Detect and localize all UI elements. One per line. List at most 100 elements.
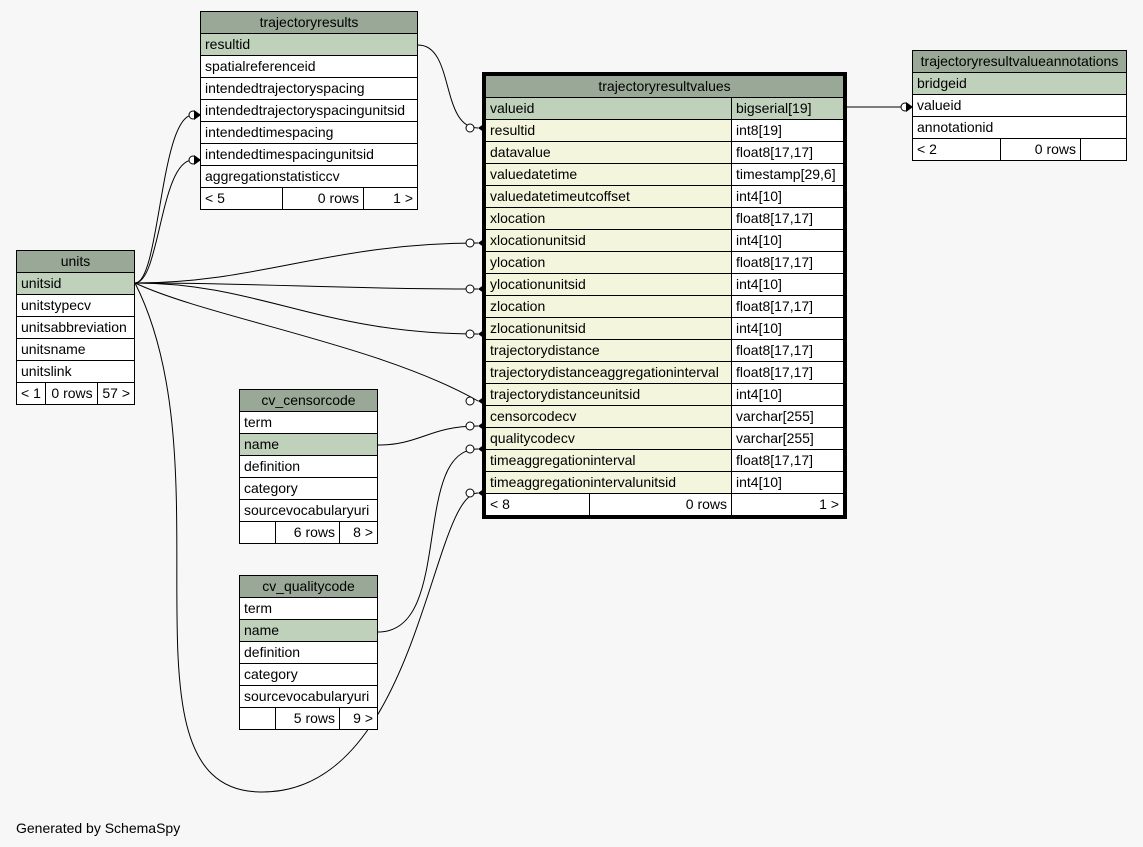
crowfoot-arrow-icon bbox=[194, 110, 201, 120]
row-count: 0 rows bbox=[282, 187, 364, 210]
zero-cardinality-icon bbox=[465, 444, 475, 454]
zero-cardinality-icon bbox=[465, 396, 475, 406]
column-type: int4[10] bbox=[731, 317, 844, 340]
table-title[interactable]: trajectoryresultvalues bbox=[485, 75, 844, 98]
column-valueid: valueid bbox=[485, 97, 732, 120]
column-unitsname: unitsname bbox=[16, 338, 135, 361]
row-count: 6 rows bbox=[275, 521, 340, 544]
row-count: 0 rows bbox=[1000, 138, 1081, 161]
table-trajectoryresultvalueannotations[interactable]: trajectoryresultvalueannotations bridgei… bbox=[912, 50, 1127, 161]
column-type: timestamp[29,6] bbox=[731, 163, 844, 186]
table-cv_censorcode[interactable]: cv_censorcode term name definition categ… bbox=[239, 389, 378, 544]
column-type: varchar[255] bbox=[731, 405, 844, 428]
zero-cardinality-icon bbox=[465, 329, 475, 339]
crowfoot-arrow-icon bbox=[478, 421, 485, 431]
column-unitstypecv: unitstypecv bbox=[16, 294, 135, 317]
parents-count bbox=[239, 521, 276, 544]
parents-count bbox=[239, 707, 276, 730]
column-trajectorydistanceunitsid: trajectorydistanceunitsid bbox=[485, 383, 732, 406]
children-count: 9 > bbox=[339, 707, 378, 730]
parents-count: < 1 bbox=[15, 382, 47, 405]
column-intendedtimespacing: intendedtimespacing bbox=[200, 121, 418, 144]
column-type: int4[10] bbox=[731, 229, 844, 252]
column-ylocation: ylocation bbox=[485, 251, 732, 274]
column-unitsabbreviation: unitsabbreviation bbox=[16, 316, 135, 339]
parents-count: < 2 bbox=[912, 138, 1001, 161]
edge-units-intendedtimespacingunitsid bbox=[134, 155, 201, 284]
zero-cardinality-icon bbox=[465, 421, 475, 431]
column-term: term bbox=[239, 597, 378, 620]
zero-cardinality-icon bbox=[465, 238, 475, 248]
column-zlocationunitsid: zlocationunitsid bbox=[485, 317, 732, 340]
crowfoot-arrow-icon bbox=[478, 123, 485, 133]
column-bridgeid: bridgeid bbox=[912, 72, 1127, 95]
edge-units-ylocationunitsid bbox=[134, 282, 485, 294]
column-name: name bbox=[239, 433, 378, 456]
crowfoot-arrow-icon bbox=[194, 155, 201, 165]
table-title[interactable]: trajectoryresultvalueannotations bbox=[912, 50, 1127, 73]
crowfoot-arrow-icon bbox=[906, 102, 913, 112]
edge-qualitycodecv bbox=[377, 444, 485, 633]
table-title[interactable]: cv_censorcode bbox=[239, 389, 378, 412]
column-censorcodecv: censorcodecv bbox=[485, 405, 732, 428]
column-valueid: valueid bbox=[912, 94, 1127, 117]
column-unitslink: unitslink bbox=[16, 360, 135, 383]
column-category: category bbox=[239, 663, 378, 686]
column-intendedtrajectoryspacingunitsid: intendedtrajectoryspacingunitsid bbox=[200, 99, 418, 122]
column-valuedatetime: valuedatetime bbox=[485, 163, 732, 186]
parents-count: < 8 bbox=[485, 493, 590, 516]
edge-units-intendedtrajectoryspacingunitsid bbox=[134, 110, 201, 284]
column-timeaggregationinterval: timeaggregationinterval bbox=[485, 449, 732, 472]
column-type: float8[17,17] bbox=[731, 339, 844, 362]
column-aggregationstatisticcv: aggregationstatisticcv bbox=[200, 165, 418, 188]
children-count: 1 > bbox=[731, 493, 844, 516]
table-trajectoryresults[interactable]: trajectoryresults resultid spatialrefere… bbox=[200, 11, 418, 210]
zero-cardinality-icon bbox=[465, 284, 475, 294]
table-title[interactable]: units bbox=[16, 250, 135, 273]
children-count: 1 > bbox=[363, 187, 418, 210]
edge-valueid-annotations bbox=[846, 102, 913, 112]
zero-cardinality-icon bbox=[465, 123, 475, 133]
column-annotationid: annotationid bbox=[912, 116, 1127, 139]
table-title[interactable]: trajectoryresults bbox=[200, 11, 418, 34]
generated-by-footer: Generated by SchemaSpy bbox=[16, 820, 181, 836]
column-datavalue: datavalue bbox=[485, 141, 732, 164]
column-ylocationunitsid: ylocationunitsid bbox=[485, 273, 732, 296]
column-xlocation: xlocation bbox=[485, 207, 732, 230]
crowfoot-arrow-icon bbox=[478, 284, 485, 294]
column-zlocation: zlocation bbox=[485, 295, 732, 318]
edge-resultid bbox=[417, 44, 485, 133]
row-count: 0 rows bbox=[45, 382, 98, 405]
column-type: int4[10] bbox=[731, 273, 844, 296]
column-trajectorydistance: trajectorydistance bbox=[485, 339, 732, 362]
column-type: float8[17,17] bbox=[731, 251, 844, 274]
edge-censorcodecv bbox=[377, 421, 485, 446]
crowfoot-arrow-icon bbox=[478, 444, 485, 454]
row-count: 0 rows bbox=[589, 493, 732, 516]
table-units[interactable]: units unitsid unitstypecv unitsabbreviat… bbox=[15, 250, 136, 405]
column-type: int4[10] bbox=[731, 383, 844, 406]
column-type: float8[17,17] bbox=[731, 141, 844, 164]
crowfoot-arrow-icon bbox=[478, 488, 485, 498]
column-term: term bbox=[239, 411, 378, 434]
edge-units-trajectorydistanceunitsid bbox=[134, 282, 485, 406]
column-intendedtimespacingunitsid: intendedtimespacingunitsid bbox=[200, 143, 418, 166]
children-count: 57 > bbox=[96, 382, 136, 405]
parents-count: < 5 bbox=[200, 187, 283, 210]
table-cv_qualitycode[interactable]: cv_qualitycode term name definition cate… bbox=[239, 575, 378, 730]
column-resultid: resultid bbox=[485, 119, 732, 142]
crowfoot-arrow-icon bbox=[478, 396, 485, 406]
column-type: float8[17,17] bbox=[731, 207, 844, 230]
column-xlocationunitsid: xlocationunitsid bbox=[485, 229, 732, 252]
column-timeaggregationintervalunitsid: timeaggregationintervalunitsid bbox=[485, 471, 732, 494]
table-title[interactable]: cv_qualitycode bbox=[239, 575, 378, 598]
column-unitsid: unitsid bbox=[16, 272, 135, 295]
column-spatialreferenceid: spatialreferenceid bbox=[200, 55, 418, 78]
column-valuedatetimeutcoffset: valuedatetimeutcoffset bbox=[485, 185, 732, 208]
column-type: float8[17,17] bbox=[731, 449, 844, 472]
column-type: float8[17,17] bbox=[731, 361, 844, 384]
column-type: float8[17,17] bbox=[731, 295, 844, 318]
column-type: int8[19] bbox=[731, 119, 844, 142]
zero-cardinality-icon bbox=[465, 488, 475, 498]
